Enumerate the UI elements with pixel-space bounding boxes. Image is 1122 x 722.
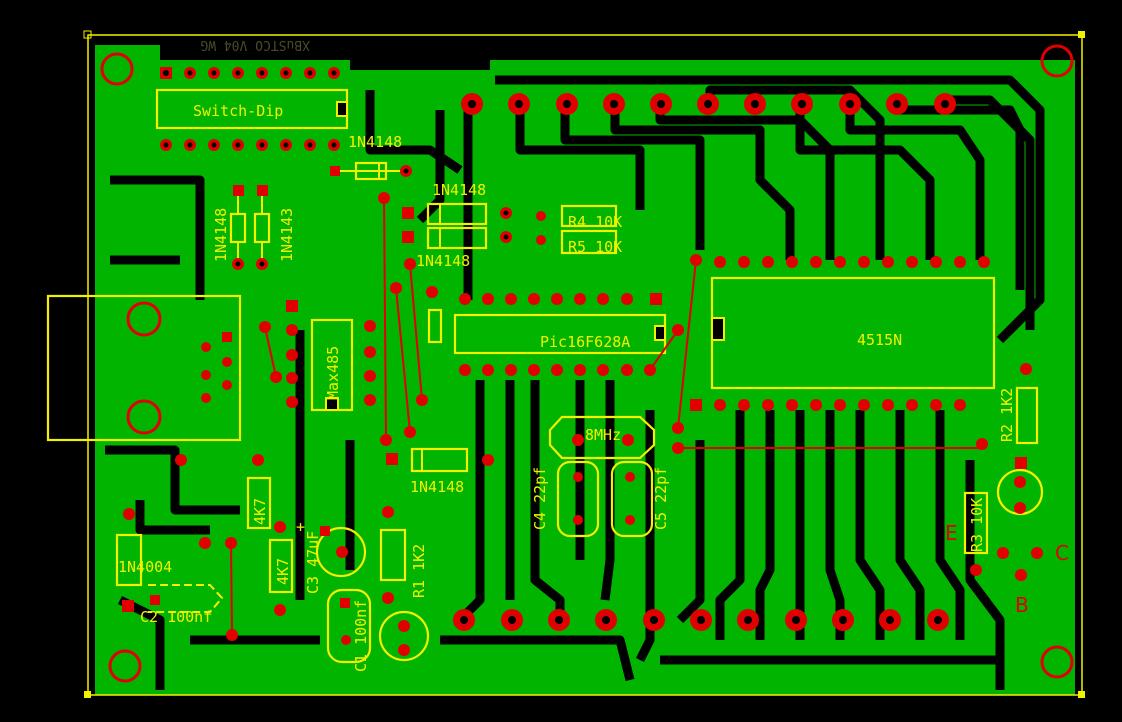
ic-pic16f628a: Pic16F628A — [427, 293, 667, 376]
resistor-r4-r5: R4 10K R5 10K — [536, 204, 622, 256]
switch-dip-label: Switch-Dip — [193, 102, 283, 120]
r5-label: R5 10K — [568, 238, 622, 256]
bottom-connector-pads — [453, 609, 949, 631]
resistor-4k7-b: 4K7 — [268, 538, 294, 616]
board-outline — [87, 34, 1083, 696]
max485-label: Max485 — [324, 346, 342, 400]
diode-d4: 1N4148 — [386, 447, 494, 496]
capacitor-c3: + C3 47uF — [296, 518, 367, 594]
c2-label: C2 100nf — [140, 608, 212, 626]
pin-c-label: C — [1055, 541, 1069, 565]
resistor-r1: R1 1K2 — [379, 506, 428, 604]
diode-pair: 1N4148 1N4148 — [402, 181, 512, 270]
r3-label: R3 10K — [968, 498, 986, 552]
d1n4004-label: 1N4004 — [118, 558, 172, 576]
resistor-r3: R3 10K — [963, 491, 989, 576]
switch-pins-bottom — [160, 139, 340, 151]
capacitor-c5: C5 22pf — [610, 460, 670, 538]
r4k7b-label: 4K7 — [274, 558, 292, 585]
d4-label: 1N4148 — [410, 478, 464, 496]
ic4515-label: 4515N — [857, 331, 902, 349]
corner-marker — [1078, 31, 1085, 38]
regulator — [378, 610, 430, 662]
c5-label: C5 22pf — [652, 467, 670, 530]
corner-marker — [83, 30, 92, 39]
capacitor-c2: C2 100nf — [140, 584, 224, 626]
transistor: E C B — [945, 457, 1069, 617]
mounting-holes — [100, 44, 1074, 683]
ic-4515n: 4515N — [672, 254, 996, 411]
r4-label: R4 10K — [568, 213, 622, 231]
d3-label: 1N4148 — [416, 252, 470, 270]
d6-label: 1N4148 — [212, 208, 230, 262]
ic-max485: Max485 — [286, 300, 376, 412]
r4k7a-label: 4K7 — [251, 498, 269, 525]
resistor-r2: R2 1K2 — [976, 363, 1039, 450]
d5-label: 1N4143 — [278, 208, 296, 262]
capacitor-c4: C4 22pf — [531, 460, 600, 538]
diode-1n4004: 1N4004 — [115, 533, 172, 612]
switch-dip: Switch-Dip — [155, 88, 349, 130]
pin-e-label: E — [945, 521, 958, 545]
capacitor-c1: C1 100nf — [326, 588, 372, 672]
diode-d1: 1N4148 — [330, 133, 412, 181]
pin-b-label: B — [1015, 593, 1029, 617]
corner-marker — [1078, 691, 1085, 698]
diode-d5-d6: 1N4148 1N4143 — [212, 185, 296, 270]
crystal-8mhz: 8MHz — [548, 415, 656, 460]
d2-label: 1N4148 — [432, 181, 486, 199]
switch-pins-top — [160, 67, 340, 79]
c4-label: C4 22pf — [531, 467, 549, 530]
c1-label: C1 100nf — [352, 600, 370, 672]
d1-label: 1N4148 — [348, 133, 402, 151]
corner-marker — [84, 691, 91, 698]
c3-plus: + — [296, 518, 305, 536]
r2-label: R2 1K2 — [998, 388, 1016, 442]
connector-rj — [46, 294, 242, 442]
ghost-label: XBuSTCO V04 WG — [200, 37, 310, 52]
jumper-wires — [230, 197, 982, 636]
top-connector-pads — [461, 93, 956, 115]
c3-label: C3 47uF — [304, 531, 322, 594]
pic-label: Pic16F628A — [540, 333, 630, 351]
resistor-4k7-a: 4K7 — [246, 454, 272, 530]
r1-label: R1 1K2 — [410, 544, 428, 598]
xtal-label: 8MHz — [585, 426, 621, 444]
